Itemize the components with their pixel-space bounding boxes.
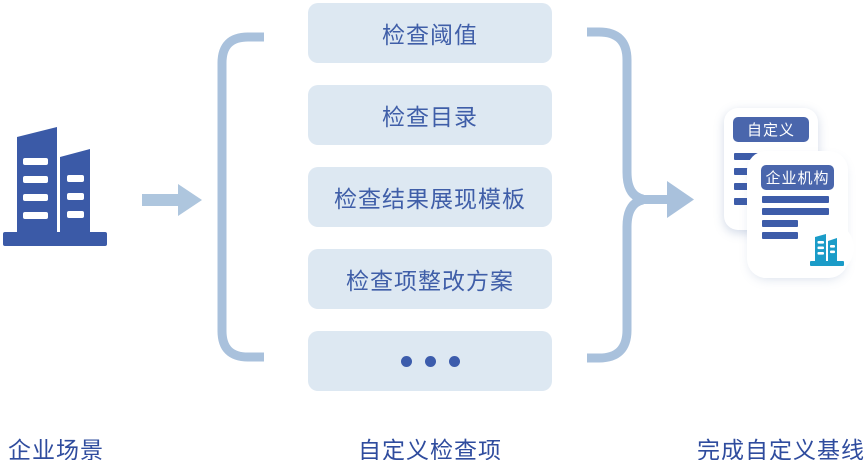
- doc-line: [762, 208, 829, 215]
- custom-doc-label: 自定义: [746, 122, 795, 139]
- check-item-label: 检查阈值: [382, 22, 478, 48]
- ellipsis-dot: [448, 355, 460, 367]
- ellipsis-dot: [424, 355, 436, 367]
- doc-line: [762, 232, 798, 239]
- caption-enterprise-scene: 企业场景: [8, 437, 104, 460]
- custom-doc-card-title: 自定义: [733, 117, 809, 142]
- check-item-box-more: [308, 331, 552, 391]
- arrow-right-icon: [142, 184, 202, 216]
- check-item-box: 检查目录: [308, 85, 552, 145]
- merge-brace-arrow: [587, 27, 694, 363]
- check-item-box: 检查项整改方案: [308, 249, 552, 309]
- check-item-label: 检查项整改方案: [346, 268, 514, 294]
- org-doc-card: 企业机构: [752, 156, 843, 273]
- ellipsis-dot: [400, 355, 412, 367]
- org-doc-label: 企业机构: [765, 170, 830, 187]
- left-bracket: [217, 32, 264, 362]
- ellipsis-icon: [400, 355, 460, 367]
- doc-line: [762, 196, 829, 203]
- caption-complete-custom-baseline: 完成自定义基线: [697, 437, 865, 460]
- cyan-building-icon: [810, 234, 844, 266]
- caption-custom-check-items: 自定义检查项: [358, 437, 502, 460]
- enterprise-building-icon: [3, 127, 107, 246]
- doc-line: [762, 220, 798, 227]
- check-item-label: 检查结果展现模板: [334, 186, 526, 212]
- check-item-label: 检查目录: [382, 104, 478, 130]
- check-item-box: 检查结果展现模板: [308, 167, 552, 227]
- check-item-box: 检查阈值: [308, 3, 552, 63]
- org-doc-card-title: 企业机构: [761, 165, 834, 190]
